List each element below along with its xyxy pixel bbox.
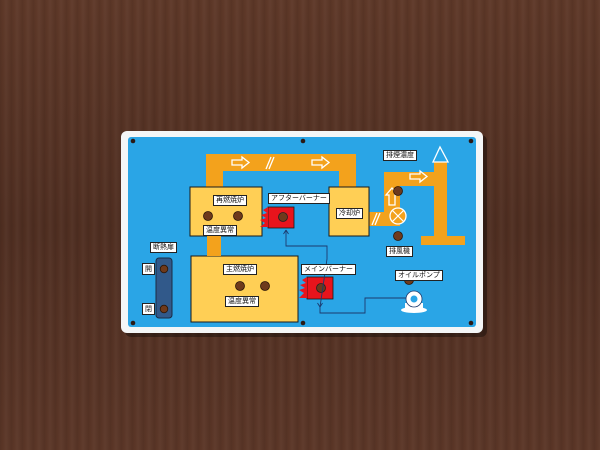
- screw: [300, 138, 306, 144]
- damper-mark: [265, 156, 272, 170]
- arrow-right-icon: [231, 155, 251, 170]
- secondary-temp-lamp: [233, 211, 243, 221]
- main-burner-unit: [299, 276, 334, 300]
- main-furnace-lamp: [235, 281, 245, 291]
- door-open-lamp: [159, 264, 169, 274]
- oil-lines: [283, 229, 409, 314]
- screw: [468, 320, 474, 326]
- screw: [130, 320, 136, 326]
- exhaust-lamp: [393, 186, 403, 196]
- screw: [468, 138, 474, 144]
- blower-fan-icon: [389, 207, 407, 225]
- door-open-label: 開: [142, 263, 155, 275]
- main-furnace-label: 主燃焼炉: [223, 264, 257, 275]
- stack: [434, 162, 447, 242]
- main-temp-lamp: [260, 281, 270, 291]
- insulation-door-label: 断熱扉: [150, 242, 177, 253]
- secondary-temp-label: 温度異常: [203, 225, 237, 236]
- after-burner-indicator: [278, 212, 288, 222]
- stack-arrow-icon: [431, 145, 450, 163]
- door-close-label: 閉: [142, 303, 155, 315]
- arrow-right-icon: [311, 155, 331, 170]
- secondary-furnace-label: 再燃焼炉: [213, 195, 247, 206]
- insulation-door: [155, 257, 173, 319]
- main-burner-indicator: [316, 283, 326, 293]
- main-burner-label: メインバーナー: [301, 264, 356, 275]
- oil-pump-label: オイルポンプ: [395, 270, 443, 281]
- exhaust-concentration-label: 排煙濃度: [383, 150, 417, 161]
- screw: [300, 320, 306, 326]
- after-burner-label: アフターバーナー: [268, 193, 330, 204]
- blower-lamp: [393, 231, 403, 241]
- main-temp-label: 温度異常: [225, 296, 259, 307]
- damper-mark: [374, 212, 381, 226]
- duct-left-down: [206, 154, 223, 190]
- stack-base: [421, 236, 465, 245]
- top-duct: [206, 154, 356, 171]
- damper-mark: [268, 156, 275, 170]
- screws: [130, 138, 474, 326]
- duct-right-down: [339, 154, 356, 190]
- duct-main-to-secondary: [207, 236, 221, 256]
- door-close-lamp: [159, 304, 169, 314]
- oil-pump-icon: [401, 290, 427, 313]
- blower-label: 排風機: [386, 246, 413, 257]
- screw: [130, 138, 136, 144]
- cooling-furnace-label: 冷却炉: [336, 208, 363, 219]
- secondary-furnace-lamp: [203, 211, 213, 221]
- after-burner-unit: [260, 206, 295, 229]
- damper-mark: [371, 212, 378, 226]
- arrow-right-icon: [409, 169, 429, 184]
- flow-arrows: [231, 155, 429, 226]
